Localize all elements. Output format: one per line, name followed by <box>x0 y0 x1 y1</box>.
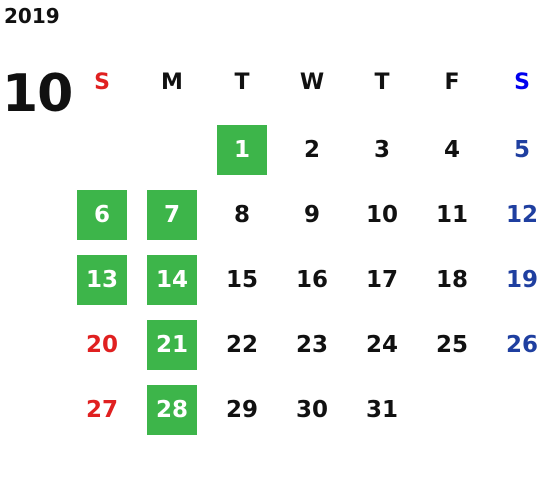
day-cell: 10 <box>365 202 398 228</box>
weekday-header: F <box>444 69 460 95</box>
day-cell-highlighted: 14 <box>147 255 197 305</box>
day-cell: 15 <box>225 267 258 293</box>
weekday-header: W <box>299 69 325 95</box>
day-cell: 24 <box>365 332 398 358</box>
day-cell: 2 <box>303 137 320 163</box>
day-cell: 8 <box>233 202 250 228</box>
day-cell: 5 <box>513 137 530 163</box>
day-cell-highlighted: 7 <box>147 190 197 240</box>
day-cell: 26 <box>505 332 538 358</box>
day-cell: 16 <box>295 267 328 293</box>
day-cell-highlighted: 1 <box>217 125 267 175</box>
day-cell: 11 <box>435 202 468 228</box>
day-cell: 30 <box>295 397 328 423</box>
day-cell: 4 <box>443 137 460 163</box>
weekday-header: T <box>234 69 250 95</box>
day-cell-highlighted: 13 <box>77 255 127 305</box>
weekday-header: M <box>161 69 183 95</box>
day-cell: 27 <box>85 397 118 423</box>
day-cell-highlighted: 28 <box>147 385 197 435</box>
day-cell: 18 <box>435 267 468 293</box>
day-cell: 22 <box>225 332 258 358</box>
weekday-header: T <box>374 69 390 95</box>
day-cell: 12 <box>505 202 538 228</box>
day-cell-highlighted: 21 <box>147 320 197 370</box>
day-cell: 29 <box>225 397 258 423</box>
weekday-header: S <box>514 69 530 95</box>
month-number: 10 <box>2 64 73 124</box>
day-cell: 9 <box>303 202 320 228</box>
day-cell: 17 <box>365 267 398 293</box>
day-cell: 3 <box>373 137 390 163</box>
weekday-header: S <box>94 69 110 95</box>
day-cell: 31 <box>365 397 398 423</box>
year-label: 2019 <box>4 4 60 28</box>
day-cell: 20 <box>85 332 118 358</box>
day-cell: 23 <box>295 332 328 358</box>
day-cell-highlighted: 6 <box>77 190 127 240</box>
day-cell: 19 <box>505 267 538 293</box>
day-cell: 25 <box>435 332 468 358</box>
